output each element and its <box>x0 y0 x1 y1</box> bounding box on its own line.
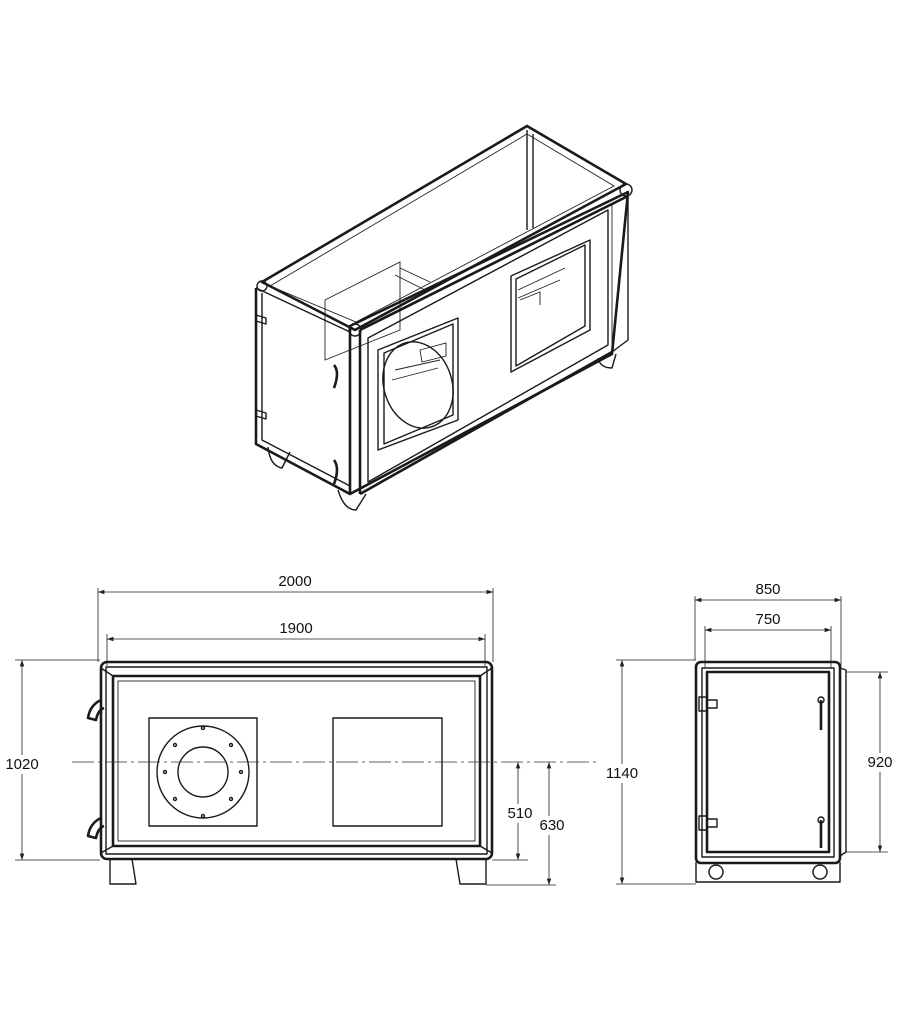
dim-750-label: 750 <box>755 611 780 628</box>
label-backdrop <box>3 755 41 774</box>
dim-510-label: 510 <box>507 805 532 822</box>
label-backdrop <box>753 610 783 629</box>
dimension-lines <box>15 588 888 886</box>
label-backdrop <box>865 753 895 772</box>
side-view <box>694 660 847 883</box>
dim-920-label: 920 <box>867 754 892 771</box>
label-backdrop <box>537 816 567 835</box>
dim-1140-label: 1140 <box>606 765 638 782</box>
dim-630-label: 630 <box>539 817 564 834</box>
isometric-view <box>254 124 633 511</box>
label-backdrop <box>753 580 783 599</box>
dim-2000-label: 2000 <box>278 573 311 590</box>
label-backdrop <box>277 619 315 638</box>
dim-1900-label: 1900 <box>279 620 312 637</box>
dim-850-label: 850 <box>755 581 780 598</box>
label-backdrop <box>276 572 314 591</box>
dimension-labels: 2000 1900 1020 510 630 1140 850 750 920 <box>3 572 895 835</box>
front-view <box>72 660 600 885</box>
dim-1020-label: 1020 <box>5 756 38 773</box>
label-backdrop <box>603 764 641 783</box>
label-backdrop <box>505 804 535 823</box>
